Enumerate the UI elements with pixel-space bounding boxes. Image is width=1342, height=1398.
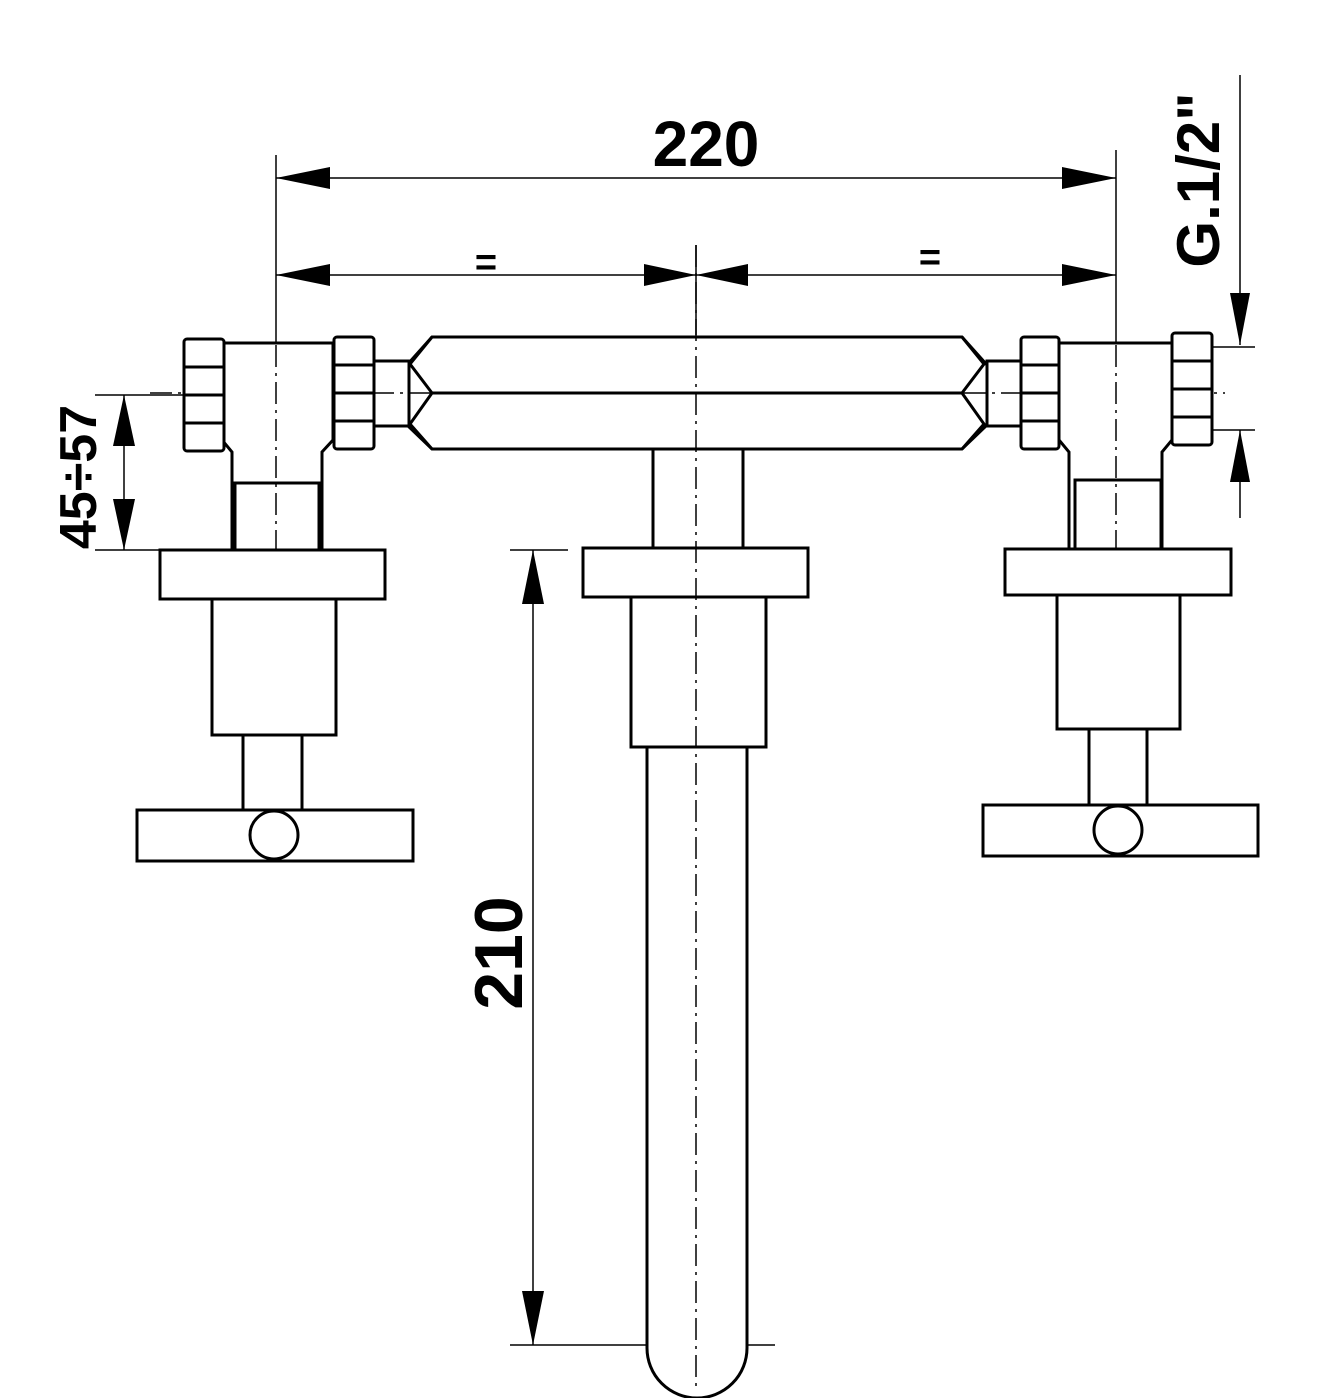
arrow-up-icon	[113, 395, 135, 446]
equal-sign-right: =	[919, 237, 941, 279]
right-valve-stem	[1087, 727, 1149, 807]
arrow-left-icon	[276, 264, 330, 286]
dimension-adjustment-range: 45÷57	[50, 394, 230, 551]
left-valve-stem	[241, 733, 304, 812]
arrow-up-icon	[1230, 430, 1250, 482]
dimension-thread: G.1/2"	[1165, 75, 1255, 518]
left-valve	[135, 335, 415, 863]
arrow-right-icon	[644, 264, 696, 286]
dimension-label-220: 220	[653, 108, 760, 180]
left-inlet-nut	[182, 337, 226, 453]
spout-sleeve	[629, 595, 768, 749]
right-valve-sleeve	[1055, 593, 1182, 731]
arrow-left-icon	[276, 167, 330, 189]
arrow-down-icon	[1230, 293, 1250, 345]
dimension-label-210: 210	[461, 896, 537, 1009]
right-handle-hub	[1092, 804, 1144, 856]
spout-neck	[651, 447, 745, 552]
arrow-right-icon	[1062, 167, 1116, 189]
left-valve-sleeve	[210, 597, 338, 737]
arrow-right-icon	[1062, 264, 1116, 286]
arrow-left-icon	[696, 264, 748, 286]
equal-sign-left: =	[475, 242, 497, 284]
right-inlet-nut	[1019, 335, 1061, 451]
dimension-overall-width: 220	[275, 108, 1117, 345]
right-escutcheon	[1003, 547, 1233, 597]
spout-assembly	[581, 245, 810, 1398]
left-outlet-nut	[332, 335, 376, 451]
right-outlet-nut	[1170, 331, 1214, 447]
arrow-up-icon	[522, 550, 544, 604]
left-escutcheon	[158, 548, 387, 601]
spout-pipe	[645, 745, 749, 1398]
dimension-label-45-57: 45÷57	[50, 405, 108, 549]
dimension-label-thread: G.1/2"	[1165, 92, 1232, 267]
dimension-spout-length: 210	[461, 549, 775, 1346]
right-valve	[981, 331, 1260, 858]
left-handle-hub	[248, 809, 300, 861]
arrow-down-icon	[113, 499, 135, 550]
arrow-down-icon	[522, 1291, 544, 1345]
